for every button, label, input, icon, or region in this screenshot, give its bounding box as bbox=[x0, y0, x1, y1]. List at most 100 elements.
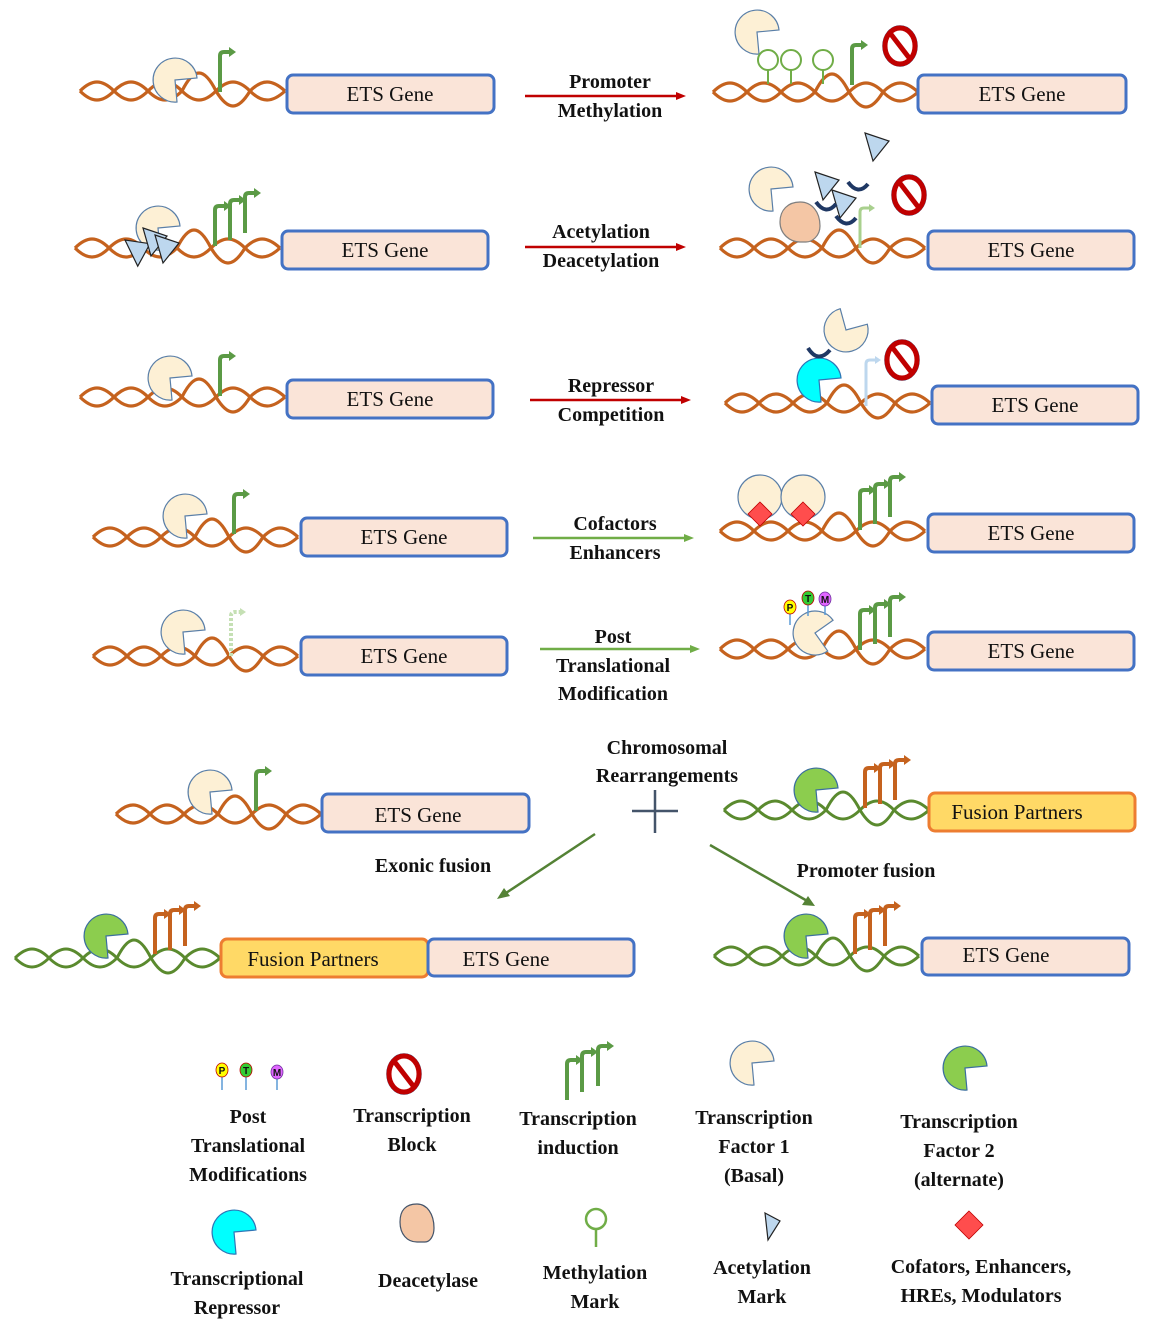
arrow-head bbox=[681, 396, 691, 404]
ets-gene-label: ETS Gene bbox=[963, 943, 1050, 967]
process-label-line1: Promoter bbox=[569, 71, 651, 93]
legend-label: Repressor bbox=[194, 1297, 280, 1319]
transcription-factor-1-icon bbox=[729, 1040, 775, 1086]
ets-gene-label: ETS Gene bbox=[342, 238, 429, 262]
ptm-letter: P bbox=[219, 1066, 226, 1077]
process-label-line1: Repressor bbox=[568, 375, 654, 397]
dna-helix bbox=[114, 794, 323, 831]
legend-label: Modifications bbox=[189, 1164, 307, 1186]
deacetylase-icon bbox=[779, 201, 821, 243]
ets-gene-box bbox=[280, 229, 490, 271]
arrow-head bbox=[684, 534, 694, 542]
dna-helix bbox=[91, 636, 300, 673]
ets-gene-box bbox=[926, 630, 1136, 672]
exonic-fusion-result: Fusion Partners ETS Gene bbox=[13, 899, 636, 979]
process-label-line2: Enhancers bbox=[569, 542, 660, 564]
ets-gene-box bbox=[285, 378, 495, 420]
methylation-mark-icon bbox=[780, 49, 802, 85]
right-panel: ETS Gene bbox=[723, 303, 1140, 426]
ptm-letter: T bbox=[805, 594, 811, 605]
ets-gene-box bbox=[299, 635, 509, 677]
ets-gene-label: ETS Gene bbox=[988, 238, 1075, 262]
legend-item-transcription-block: Transcription Block bbox=[353, 1054, 471, 1156]
legend-item-ptm: P T M Post Translational Modifications bbox=[189, 1062, 307, 1186]
ets-gene-box bbox=[930, 384, 1140, 426]
legend-item-repressor: Transcriptional Repressor bbox=[171, 1209, 304, 1319]
legend-label: Transcription bbox=[519, 1108, 636, 1130]
process-label-line1: Cofactors bbox=[573, 513, 657, 535]
legend-label: Methylation bbox=[543, 1262, 647, 1284]
cofactor-icon bbox=[747, 501, 773, 527]
transcription-factor-2-icon bbox=[783, 913, 829, 959]
exonic-fusion-arrow: Exonic fusion bbox=[375, 832, 596, 899]
transcription-factor-2-icon bbox=[942, 1045, 988, 1091]
fusion-partner-box bbox=[927, 791, 1137, 833]
ets-gene-label: ETS Gene bbox=[988, 521, 1075, 545]
process-label-line2: Deacetylation bbox=[543, 250, 660, 272]
ets-gene-label: ETS Gene bbox=[463, 947, 550, 971]
methylation-mark-icon bbox=[812, 49, 834, 85]
legend-label: Translational bbox=[191, 1135, 306, 1157]
process-arrow: Promoter Methylation bbox=[525, 71, 686, 122]
arrow-head bbox=[690, 645, 700, 653]
exonic-fusion-label: Exonic fusion bbox=[375, 855, 491, 877]
t-mark-icon bbox=[801, 590, 815, 606]
transcription-block-icon bbox=[387, 1054, 421, 1094]
methylation-mark-icon bbox=[584, 1207, 608, 1247]
legend-label: Block bbox=[388, 1134, 438, 1156]
curved-arrow-icon bbox=[814, 200, 838, 212]
ets-gene-box bbox=[916, 73, 1128, 115]
ets-gene-box bbox=[320, 792, 531, 834]
ptm-icon: P T M bbox=[215, 1062, 284, 1090]
dna-helix-green bbox=[712, 936, 921, 973]
ets-gene-box bbox=[426, 937, 636, 978]
ets-gene-box bbox=[285, 73, 496, 115]
transcription-induction-icon bbox=[893, 753, 913, 802]
cofactor-icon bbox=[954, 1210, 984, 1240]
ptm-letter: M bbox=[273, 1068, 281, 1079]
left-panel: ETS Gene bbox=[78, 45, 496, 115]
transcription-induction-icon bbox=[850, 38, 870, 87]
legend-item-deacetylase: Deacetylase bbox=[378, 1203, 478, 1292]
weak-transcription-arrow-icon bbox=[858, 204, 875, 248]
dna-helix bbox=[718, 511, 927, 548]
phosphorylation-mark-icon bbox=[783, 599, 797, 615]
process-label-line3: Modification bbox=[558, 683, 668, 705]
legend-label: Transcription bbox=[353, 1105, 470, 1127]
legend-label: (alternate) bbox=[914, 1169, 1004, 1191]
dna-helix bbox=[91, 517, 300, 554]
arrow-head bbox=[676, 92, 686, 100]
ets-gene-label: ETS Gene bbox=[988, 639, 1075, 663]
transcription-block-icon bbox=[892, 175, 926, 215]
row-acetylation: ETS Gene Acetylation Deacetylation ETS bbox=[73, 132, 1136, 272]
transcription-block-icon bbox=[883, 26, 917, 66]
cofactor-icon bbox=[790, 501, 816, 527]
transcription-factor-1-icon bbox=[748, 166, 794, 212]
rearrangement-label-line1: Chromosomal bbox=[607, 737, 728, 759]
legend-item-transcription-induction: Transcription induction bbox=[519, 1039, 637, 1159]
transcriptional-repressor-icon bbox=[796, 357, 842, 403]
ptm-marks: P T M bbox=[783, 590, 832, 625]
ets-gene-label: ETS Gene bbox=[979, 82, 1066, 106]
curved-arrow-icon bbox=[846, 180, 870, 192]
chromosomal-rearrangement: Chromosomal Rearrangements ETS Gene Fusi… bbox=[13, 737, 1137, 979]
process-arrow: Acetylation Deacetylation bbox=[525, 221, 686, 272]
right-panel: ETS Gene bbox=[718, 470, 1136, 554]
methylation-ptm-icon bbox=[818, 591, 832, 607]
ets-gene-box bbox=[926, 229, 1136, 271]
ets-gene-box bbox=[299, 516, 509, 558]
right-panel: ETS Gene bbox=[718, 132, 1136, 271]
legend-label: Deacetylase bbox=[378, 1270, 478, 1292]
legend-item-acetylation-mark: Acetylation Mark bbox=[713, 1211, 811, 1308]
process-arrow: Repressor Competition bbox=[530, 375, 691, 426]
dna-helix bbox=[711, 72, 920, 109]
transcription-induction-icon bbox=[183, 899, 203, 948]
row-ptm: ETS Gene Post Translational Modification… bbox=[91, 590, 1136, 705]
transcription-induction-icon bbox=[888, 470, 908, 519]
ets-gene-label: ETS Gene bbox=[992, 393, 1079, 417]
transcription-factor-1-icon bbox=[187, 769, 233, 815]
ptm-letter: T bbox=[243, 1066, 249, 1077]
deacetylase-icon bbox=[399, 1203, 435, 1243]
transcriptional-repressor-icon bbox=[211, 1209, 257, 1255]
dna-helix-green bbox=[13, 938, 222, 975]
